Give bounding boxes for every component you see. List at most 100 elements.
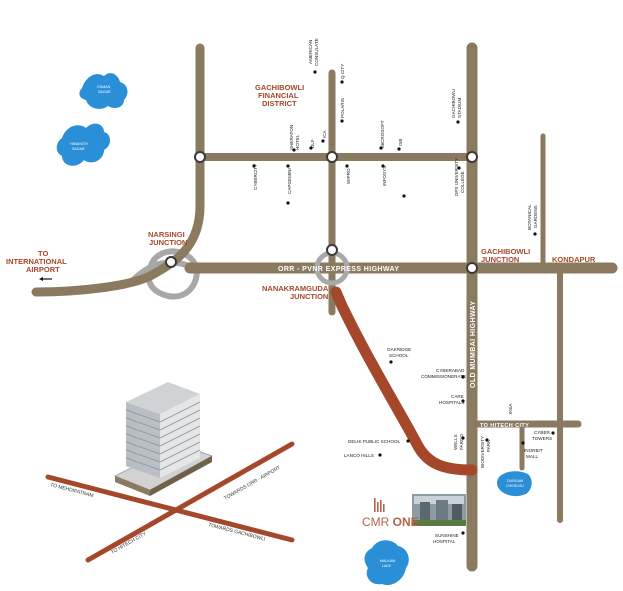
landmark-dot bbox=[397, 147, 401, 151]
road-network bbox=[31, 42, 618, 572]
care-label-1: CARE bbox=[451, 394, 464, 399]
biodiversity-label-2: PARK bbox=[486, 439, 491, 452]
q-city-label: Q CITY bbox=[340, 64, 345, 79]
towards-orr-airport-label: TOWARDS ORR - AIRPORT bbox=[223, 465, 282, 502]
infosys-label: INFOSYS bbox=[382, 166, 387, 186]
botanical-label-1: BOTANICAL bbox=[527, 204, 532, 230]
building-floor-lines bbox=[125, 401, 201, 471]
wells-fargo-label-1: WELLS bbox=[453, 434, 458, 450]
cyberabad-label-1: CYBERABAD bbox=[436, 368, 465, 373]
cmr-one-logo-icon bbox=[374, 498, 385, 512]
wipro-label: WIPRO bbox=[346, 168, 351, 184]
gachibowli-fd-label-1: GACHIBOWLI bbox=[255, 83, 304, 92]
durgam-cheruvu-label-1: DURGAM bbox=[507, 479, 523, 483]
landmark-dot bbox=[461, 436, 465, 440]
osman-sagar-lake bbox=[79, 73, 128, 109]
american-consulate-label-1: AMERICAN bbox=[308, 40, 313, 64]
landmark-dot bbox=[309, 146, 313, 150]
microsoft-label: MICROSOFT bbox=[380, 120, 385, 148]
cmr-one-logo-text: CMR ONE bbox=[362, 515, 419, 529]
landmark-dot bbox=[406, 439, 410, 443]
building-inset: TO MEHDIPATNAM TOWARDS ORR - AIRPORT TOW… bbox=[45, 382, 295, 563]
himayath-sagar-label-1: HIMAYATH bbox=[70, 142, 88, 146]
landmark-dot bbox=[381, 164, 385, 168]
care-label-2: HOSPITALS bbox=[439, 400, 464, 405]
project-photo-tower bbox=[452, 504, 462, 524]
kondapur-label: KONDAPUR bbox=[552, 255, 596, 264]
building-base-side bbox=[115, 476, 150, 496]
landmark-dot bbox=[457, 166, 461, 170]
inset-road bbox=[45, 474, 295, 543]
to-airport-label-2: INTERNATIONAL bbox=[6, 257, 67, 266]
landmark-dot bbox=[286, 164, 290, 168]
gachibowli-fd-label-2: FINANCIAL bbox=[258, 91, 299, 100]
ikea-label: IKEA bbox=[508, 403, 513, 414]
landmark-dot bbox=[292, 148, 296, 152]
polaris-label: POLARIS bbox=[340, 98, 345, 118]
dps-label: DELHI PUBLIC SCHOOL bbox=[348, 439, 401, 444]
durgam-cheruvu-label-2: CHERUVU bbox=[506, 484, 524, 488]
cyberabad-label-2: COMMISSIONERATE bbox=[421, 374, 466, 379]
landmark-dot bbox=[389, 360, 393, 364]
osman-sagar-label-2: SAGAR bbox=[98, 90, 111, 94]
oakridge-label-1: OAKRIDGE bbox=[387, 347, 411, 352]
gachibowli-junction-label-1: GACHIBOWLI bbox=[481, 247, 530, 256]
junction-marker bbox=[194, 151, 206, 163]
to-hitech-city-label: TO HITECH CITY bbox=[480, 423, 529, 429]
biodiversity-label-1: BIODIVERSITY bbox=[480, 436, 485, 468]
landmark-dot bbox=[461, 375, 465, 379]
landmark-dot bbox=[485, 438, 489, 442]
landmark-dot bbox=[379, 146, 383, 150]
sunshine-label-2: HOSPITAL bbox=[433, 539, 456, 544]
landmark-dot bbox=[378, 453, 382, 457]
building-tower-top bbox=[126, 382, 200, 414]
ica-label: ICA bbox=[322, 129, 327, 138]
nanakramguda-junction-label-1: NANAKRAMGUDA bbox=[262, 284, 329, 293]
landmark-dot bbox=[313, 70, 317, 74]
area-labels: GACHIBOWLI FINANCIAL DISTRICT TO INTERNA… bbox=[6, 83, 596, 301]
gachibowli-stadium-label-2: STADIUM bbox=[457, 97, 462, 118]
malkam-lake-label-1: MALKAM bbox=[380, 559, 395, 563]
gachibowli-junction-label-2: JUNCTION bbox=[481, 255, 519, 264]
landmark-dot bbox=[461, 531, 465, 535]
old-mumbai-highway-label: OLD MUMBAI HIGHWAY bbox=[470, 301, 477, 388]
wells-fargo-label-2: FARGO bbox=[459, 433, 464, 450]
sunshine-label-1: SUNSHINE bbox=[435, 533, 459, 538]
landmark-dot bbox=[252, 164, 256, 168]
sheraton-label-1: SHERATON bbox=[289, 125, 294, 150]
landmark-dot bbox=[345, 164, 349, 168]
project-photo-tower bbox=[420, 502, 430, 524]
orr-label: ORR - PVNR EXPRESS HIGHWAY bbox=[278, 266, 399, 273]
landmark-dot bbox=[321, 139, 325, 143]
nanakramguda-junction-label-2: JUNCTION bbox=[290, 292, 328, 301]
junction-marker bbox=[326, 151, 338, 163]
landmark-dot bbox=[340, 119, 344, 123]
malkam-lake-label-2: LAKE bbox=[382, 564, 392, 568]
himayath-sagar-label-2: SAGAR bbox=[72, 147, 85, 151]
malkam-lake bbox=[364, 540, 409, 586]
cybercity-label: CYBERCITY bbox=[253, 164, 258, 190]
landmark-dot bbox=[551, 431, 555, 435]
inset-road bbox=[85, 441, 295, 563]
inorbit-label-2: MALL bbox=[526, 454, 538, 459]
project-photo-greenery bbox=[412, 520, 466, 526]
landmark-dot bbox=[340, 80, 344, 84]
landmark-dot bbox=[461, 399, 465, 403]
narsingi-junction-label-2: JUNCTION bbox=[149, 238, 187, 247]
airport-arrowhead-icon bbox=[39, 277, 43, 281]
landmarks: AMERICAN CONSULATE Q CITY POLARIS GACHIB… bbox=[252, 38, 555, 544]
project-marker: CMR ONE bbox=[362, 494, 466, 529]
osman-sagar-label-1: OSMAN bbox=[97, 85, 111, 89]
landmark-dot bbox=[286, 201, 290, 205]
oakridge-label-2: SCHOOL bbox=[389, 353, 409, 358]
nanakramguda-junction-marker bbox=[326, 244, 338, 256]
capgemini-label: CAPGEMINI bbox=[287, 168, 292, 194]
american-consulate-label-2: CONSULATE bbox=[314, 38, 319, 66]
cyber-towers-label-1: CYBER bbox=[534, 430, 551, 435]
narsingi-road bbox=[31, 43, 205, 297]
junction-markers bbox=[165, 151, 478, 274]
sheraton-label-2: HOTEL bbox=[295, 134, 300, 150]
building-base-side bbox=[150, 456, 212, 496]
landmark-dot bbox=[402, 194, 406, 198]
